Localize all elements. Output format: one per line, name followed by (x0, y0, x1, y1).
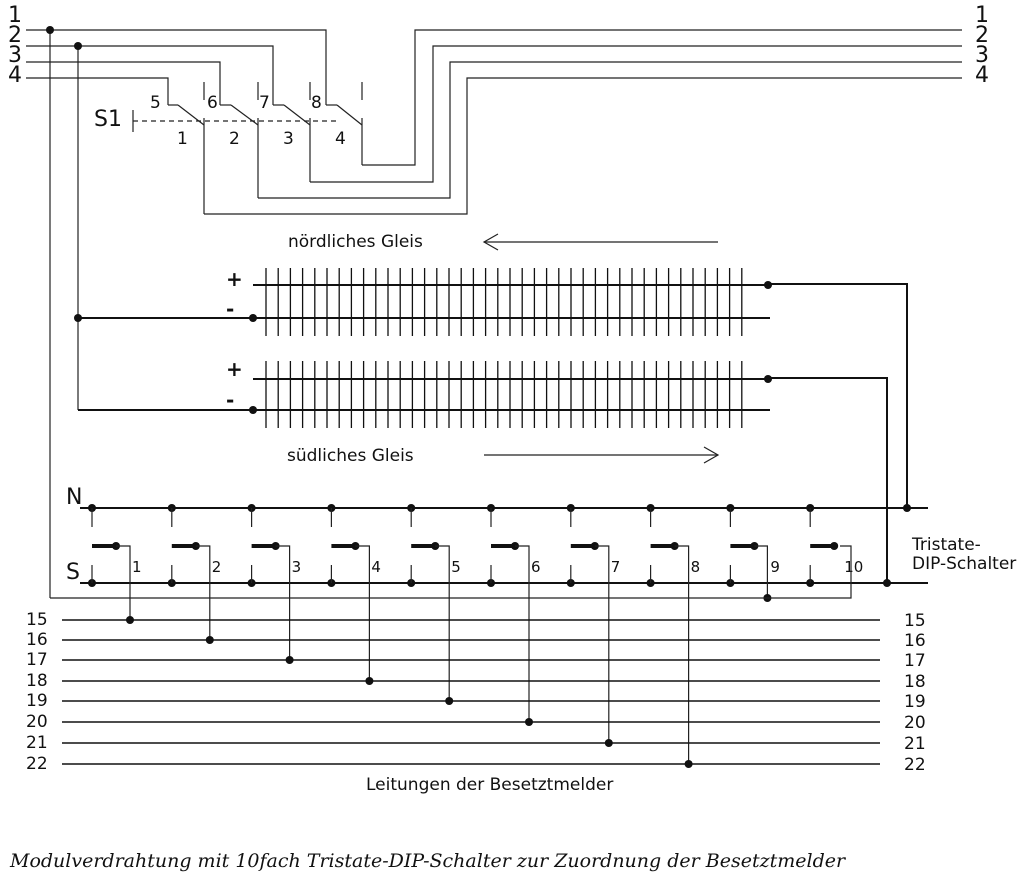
dip-switch-number: 6 (531, 558, 541, 576)
s1-upper-label: 5 (150, 93, 161, 113)
dip-name-line1: Tristate- (911, 535, 981, 555)
detector-label-left: 16 (26, 630, 48, 650)
dip-switch: 9 (726, 504, 780, 602)
detector-label-left: 21 (26, 733, 48, 753)
north-sleepers (265, 268, 743, 336)
dip-switch-number: 8 (691, 558, 701, 576)
s1-upper-label: 7 (259, 93, 270, 113)
south-minus-sign: - (226, 388, 234, 412)
junction-dot (830, 542, 839, 550)
north-track: nördliches Gleis + - (74, 232, 908, 508)
detector-label-left: 15 (26, 610, 48, 630)
junction-dot (74, 314, 82, 322)
south-track-label: südliches Gleis (287, 446, 414, 466)
s1-switch (326, 82, 363, 165)
tristate-dip-switch: N S 1 2 3 4 5 6 7 8 9 10 Tristate- DIP-Schalter (50, 485, 1016, 768)
north-track-label: nördliches Gleis (288, 232, 423, 252)
s1-switch (273, 82, 311, 182)
detector-label-left: 18 (26, 671, 48, 691)
detector-label-right: 19 (904, 692, 926, 712)
right-arrow-icon (484, 446, 720, 464)
s1-lower-label: 3 (283, 129, 294, 149)
detector-label-left: 22 (26, 754, 48, 774)
dip-switch: 3 (247, 504, 302, 664)
junction-dot (46, 26, 54, 34)
dip-switch-number: 4 (371, 558, 381, 576)
detector-label-right: 15 (904, 611, 926, 631)
bus-label-left: 4 (8, 63, 22, 88)
bus-label-left: 2 (8, 23, 22, 48)
dip-switch: 5 (407, 504, 461, 705)
dip-name-line2: DIP-Schalter (912, 554, 1016, 574)
detector-label-right: 22 (904, 755, 926, 775)
bus-label-right: 1 (975, 3, 989, 28)
dip-switch: 7 (566, 504, 621, 747)
bus-left-labels: 1 2 3 4 (8, 3, 22, 88)
dip-switch: 1 (88, 504, 142, 624)
dip-switch: 4 (327, 504, 381, 685)
s1-switch (220, 82, 259, 198)
s1-switch-block: S1 5 6 (94, 82, 363, 214)
detector-label-right: 18 (904, 672, 926, 692)
bus-right-labels: 1 2 3 4 (975, 3, 989, 88)
junction-dot (903, 504, 911, 512)
bus-label-left: 1 (8, 3, 22, 28)
s1-label: S1 (94, 107, 122, 132)
junction-dot (883, 579, 891, 587)
left-arrow-icon (482, 233, 718, 251)
dip-n-label: N (66, 485, 82, 510)
dip-switch-number: 3 (292, 558, 302, 576)
detector-label-left: 19 (26, 691, 48, 711)
north-plus-sign: + (226, 267, 243, 291)
s1-lower-label: 1 (177, 129, 188, 149)
dip-switch: 6 (487, 504, 541, 726)
dip-switch-number: 10 (844, 558, 863, 576)
detector-label-right: 20 (904, 713, 926, 733)
detector-label-left: 17 (26, 650, 48, 670)
dip-switch: 10 (806, 504, 863, 587)
south-track: + - südliches Gleis (78, 357, 888, 583)
top-bus-wires (26, 26, 962, 598)
dip-switch: 2 (167, 504, 222, 644)
dip-switch-number: 7 (611, 558, 621, 576)
figure-caption: Modulverdrahtung mit 10fach Tristate-DIP… (9, 850, 847, 872)
detector-label-right: 17 (904, 651, 926, 671)
junction-dot (74, 42, 82, 50)
dip-switch-number: 2 (212, 558, 222, 576)
detector-label-right: 16 (904, 631, 926, 651)
dip-switch-number: 9 (770, 558, 780, 576)
s1-switch (168, 82, 205, 214)
dip-switch-row: 1 2 3 4 5 6 7 8 9 10 (88, 504, 863, 768)
s1-lower-label: 2 (229, 129, 240, 149)
dip-switch: 8 (646, 504, 701, 768)
s1-lower-label: 4 (335, 129, 346, 149)
bus-label-right: 2 (975, 23, 989, 48)
south-sleepers (265, 361, 743, 428)
s1-upper-label: 6 (207, 93, 218, 113)
s1-upper-label: 8 (311, 93, 322, 113)
dip-switch-number: 5 (451, 558, 461, 576)
dip-switch-number: 1 (132, 558, 142, 576)
junction-dot (249, 406, 257, 414)
detector-caption: Leitungen der Besetztmelder (366, 775, 613, 795)
detector-label-left: 20 (26, 712, 48, 732)
junction-dot (249, 314, 257, 322)
detector-label-right: 21 (904, 734, 926, 754)
south-plus-sign: + (226, 357, 243, 381)
dip-s-label: S (66, 560, 80, 585)
bus-label-right: 4 (975, 63, 989, 88)
bus-label-left: 3 (8, 43, 22, 68)
bus-label-right: 3 (975, 43, 989, 68)
north-minus-sign: - (226, 297, 234, 321)
